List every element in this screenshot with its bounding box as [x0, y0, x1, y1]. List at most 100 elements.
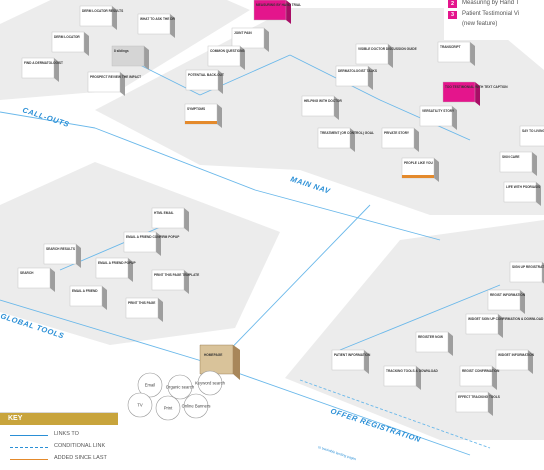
source-label: Keyword search — [195, 381, 226, 386]
card-label: DERM LOCATOR — [54, 35, 80, 39]
card-label: POTENTIAL BACK-OUT — [188, 73, 224, 77]
card-label: COMMON QUESTIONS — [210, 49, 245, 53]
legend-item-3: Patient Testimonial Vi — [462, 11, 520, 17]
card-effect-tracking[interactable]: EFFECT TRACKING TOOLS — [455, 391, 500, 416]
source-label: Print — [164, 406, 173, 411]
card-label: REGIST INFORMATION — [490, 293, 526, 297]
card-label: PEOPLE LIKE YOU — [404, 161, 434, 165]
key-title: KEY — [0, 413, 118, 425]
card-derm-locator[interactable]: DERM LOCATOR — [51, 31, 89, 56]
card-label: TREATMENT (OR CONTROL) GOAL — [320, 131, 374, 135]
card-transcript[interactable]: TRANSCRIPT — [437, 41, 475, 66]
card-label: HTML EMAIL — [154, 211, 174, 215]
card-visible-doctor[interactable]: VISIBLE DOCTOR DISCUSSION GUIDE — [355, 43, 417, 68]
card-label: HELPING WITH DOCTOR — [304, 99, 343, 103]
page-cards: DERM LOCATOR RESULTS DERM LOCATOR FIND A D… — [17, 0, 544, 416]
card-label: REGISTER NOW — [418, 335, 443, 339]
card-label: SKIN CARE — [502, 155, 520, 159]
card-joint-pain[interactable]: JOINT PAIN — [231, 27, 269, 52]
source-circle: TV — [127, 392, 153, 418]
card-label: FIND A DERMATOLOGIST — [24, 61, 63, 65]
card-life-with-psoriasis[interactable]: LIFE WITH PSORIASIS — [503, 181, 541, 206]
card-email-friend-confirm[interactable]: EMAIL A FRIEND CONFIRM POPUP — [123, 231, 180, 256]
card-label: TOO TESTIMONIAL WITH TEXT CAPTION — [445, 85, 508, 89]
card-regist-confirm[interactable]: REGIST CONFIRMATION — [459, 365, 500, 390]
source-circle: Organic search — [166, 374, 195, 400]
key-conditional-link: CONDITIONAL LINK — [54, 443, 106, 449]
links-to-line — [10, 435, 48, 436]
card-label: EMAIL A FRIEND POPUP — [98, 261, 136, 265]
legend: 2 Measuring by Hand T 3 Patient Testimon… — [444, 0, 544, 40]
added-since-line — [10, 459, 48, 460]
source-label: Organic search — [166, 385, 195, 390]
trackable-note: to trackable landing pages — [318, 445, 357, 461]
legend-num-3: 3 — [448, 11, 457, 19]
card-search-results[interactable]: SEARCH RESULTS — [43, 243, 81, 268]
card-common-questions[interactable]: COMMON QUESTIONS — [207, 45, 245, 70]
card-label: VERSATILITY STORY — [422, 109, 455, 113]
card-say-to-living[interactable]: SAY TO LIVING — [519, 125, 544, 150]
card-symptoms[interactable]: SYMPTOMS — [184, 103, 222, 128]
card-find-a-dermatologist[interactable]: FIND A DERMATOLOGIST — [21, 57, 63, 82]
card-dermatologist-talks[interactable]: DERMATOLOGIST TALKS — [335, 65, 377, 90]
card-derm-locator-results[interactable]: DERM LOCATOR RESULTS — [79, 5, 123, 30]
card-label: PROSPECT REVIEW THE IMPACT — [90, 75, 141, 79]
card-label: VISIBLE DOCTOR DISCUSSION GUIDE — [358, 47, 417, 51]
card-label: EMAIL A FRIEND — [72, 289, 98, 293]
card-label: WHAT TO ASK THE DR — [140, 17, 176, 21]
card-label: JOINT PAIN — [234, 31, 252, 35]
card-print-page-template[interactable]: PRINT THIS PAGE TEMPLATE — [151, 269, 199, 294]
card-email-a-friend[interactable]: EMAIL A FRIEND — [69, 285, 107, 310]
card-helping-with-doctor[interactable]: HELPING WITH DOCTOR — [301, 95, 343, 120]
card-label: REGIST CONFIRMATION — [462, 369, 500, 373]
homepage-label: HOMEPAGE — [204, 353, 222, 357]
key-panel: KEY LINKS TO CONDITIONAL LINK ADDED SINC… — [0, 412, 118, 470]
card-skin-care[interactable]: SKIN CARE — [499, 151, 537, 176]
source-label: Email — [145, 383, 156, 388]
card-testimonial-video[interactable]: TOO TESTIMONIAL WITH TEXT CAPTION — [442, 81, 508, 106]
key-added-since: ADDED SINCE LAST — [54, 455, 107, 461]
card-label: SIGN UP REGISTRATION — [512, 265, 544, 269]
card-email-friend-popup[interactable]: EMAIL A FRIEND POPUP — [95, 257, 136, 282]
source-circle: Email — [137, 372, 163, 398]
card-label: MEASURING BY HAND TRIAL — [256, 3, 301, 7]
card-register-now[interactable]: REGISTER NOW — [415, 331, 453, 356]
card-label: DERMATOLOGIST TALKS — [338, 69, 377, 73]
conditional-line — [299, 379, 491, 449]
card-label: PATIENT INFORMATION — [334, 353, 371, 357]
card-tracking-tools[interactable]: TRACKING TOOLS & DOWNLOAD — [383, 365, 439, 390]
source-circle: Print — [155, 395, 181, 421]
card-widget-sign-up[interactable]: WIDGET SIGN UP CONFIRMATION & DOWNLOAD — [465, 313, 544, 338]
card-label: SEARCH RESULTS — [46, 247, 75, 251]
source-circle: Keyword search — [195, 370, 226, 396]
card-prospect-review[interactable]: PROSPECT REVIEW THE IMPACT — [87, 71, 141, 96]
card-for-patients-info[interactable]: PATIENT INFORMATION — [331, 349, 371, 374]
card-widget-information[interactable]: WIDGET INFORMATION — [495, 349, 535, 374]
card-label: WIDGET INFORMATION — [498, 353, 535, 357]
card-label: WIDGET SIGN UP CONFIRMATION & DOWNLOAD — [468, 317, 544, 321]
homepage-box[interactable]: HOMEPAGE — [199, 344, 240, 380]
card-label: SYMPTOMS — [187, 107, 205, 111]
card-print-page[interactable]: PRINT THIS PAGE — [125, 297, 163, 322]
card-label: TRACKING TOOLS & DOWNLOAD — [386, 369, 439, 373]
card-what-to-ask[interactable]: WHAT TO ASK THE DR — [137, 13, 176, 38]
source-label: Online Banners — [182, 404, 211, 409]
card-label: 8 siblings — [114, 49, 129, 53]
card-label: LIFE WITH PSORIASIS — [506, 185, 540, 189]
card-label: SAY TO LIVING — [522, 129, 544, 133]
card-private-story[interactable]: PRIVATE STORY — [381, 127, 419, 152]
card-treatment[interactable]: TREATMENT (OR CONTROL) GOAL — [317, 127, 374, 152]
card-label: SEARCH — [20, 271, 34, 275]
card-versatility[interactable]: VERSATILITY STORY — [419, 105, 457, 130]
card-siblings[interactable]: 8 siblings — [111, 45, 149, 70]
card-people-like-you[interactable]: PEOPLE LIKE YOU — [401, 157, 439, 182]
card-measuring-hand-trial[interactable]: MEASURING BY HAND TRIAL — [253, 0, 301, 24]
card-label: TRANSCRIPT — [440, 45, 461, 49]
card-label: PRINT THIS PAGE TEMPLATE — [154, 273, 199, 277]
card-regist-information[interactable]: REGIST INFORMATION — [487, 289, 526, 314]
card-potential-backout[interactable]: POTENTIAL BACK-OUT — [185, 69, 224, 94]
card-label: EFFECT TRACKING TOOLS — [458, 395, 500, 399]
card-search[interactable]: SEARCH — [17, 267, 55, 292]
card-html-email[interactable]: HTML EMAIL — [151, 207, 189, 232]
